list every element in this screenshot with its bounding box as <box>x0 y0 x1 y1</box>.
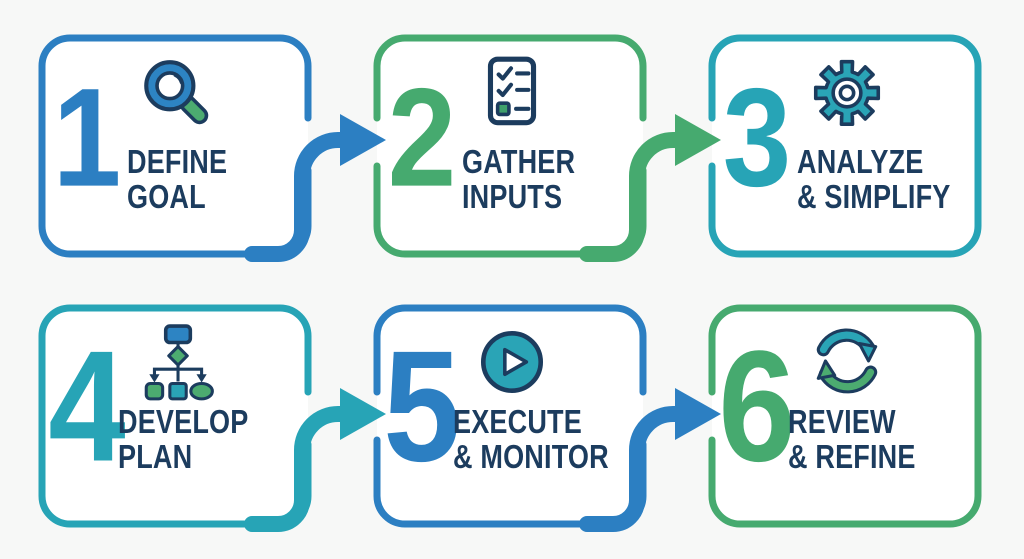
step-box-3: 3 ANALYZE & SIMPLIFY <box>712 38 978 254</box>
step-1-fill <box>42 38 308 254</box>
arrow-2-3-head <box>675 114 721 166</box>
step-3-fill <box>712 38 978 254</box>
step-number: 6 <box>718 318 796 495</box>
step-box-1: 1 DEFINE GOAL <box>42 38 308 254</box>
step-box-6: 6 REVIEW & REFINE <box>712 308 978 524</box>
arrow-5-6-shaft <box>579 406 684 532</box>
step-2-outline-upper <box>373 34 647 122</box>
step-label: EXECUTE & MONITOR <box>453 404 609 474</box>
arrow-1-2 <box>244 114 386 262</box>
step-label-line2: GOAL <box>127 178 206 215</box>
step-label-line1: DEFINE <box>127 143 228 180</box>
step-3-outline <box>708 34 982 258</box>
step-label: REVIEW & REFINE <box>788 404 916 474</box>
step-label-line1: REVIEW <box>788 403 896 440</box>
arrow-1-2-head <box>340 114 386 166</box>
box-fills <box>42 38 978 524</box>
arrow-4-5 <box>244 388 386 532</box>
step-label-line2: PLAN <box>118 438 193 475</box>
step-label-line2: & REFINE <box>788 438 916 475</box>
step-4-fill <box>42 308 308 524</box>
step-label-line1: GATHER <box>462 143 576 180</box>
step-label: DEVELOP PLAN <box>118 404 248 474</box>
arrow-4-5-shaft <box>244 406 349 532</box>
step-6-outline <box>708 304 982 528</box>
step-label-line1: ANALYZE <box>797 143 924 180</box>
step-2-fill <box>377 38 643 254</box>
arrow-1-2-shaft <box>244 132 349 262</box>
step-number: 5 <box>383 318 461 495</box>
arrow-5-6-head <box>675 388 721 440</box>
step-label: ANALYZE & SIMPLIFY <box>797 144 950 214</box>
step-label-line1: DEVELOP <box>118 403 249 440</box>
step-label-line2: INPUTS <box>462 178 563 215</box>
arrow-5-6 <box>579 388 721 532</box>
step-6-fill <box>712 308 978 524</box>
step-number: 4 <box>48 318 126 495</box>
connector-arrows <box>244 114 721 532</box>
arrow-2-3-shaft <box>579 132 684 262</box>
step-box-5: 5 EXECUTE & MONITOR <box>377 308 643 524</box>
cycle-icon <box>816 328 878 394</box>
gear-icon <box>813 59 881 127</box>
step-number: 3 <box>722 58 792 216</box>
play-icon <box>480 330 544 393</box>
arrow-4-5-head <box>340 388 386 440</box>
step-box-2: 2 GATHER INPUTS <box>377 38 643 254</box>
step-label: DEFINE GOAL <box>127 144 227 214</box>
step-label: GATHER INPUTS <box>462 144 575 214</box>
step-box-4: 4 DEVELOP PLAN <box>42 308 308 524</box>
step-label-line1: EXECUTE <box>453 403 582 440</box>
step-5-fill <box>377 308 643 524</box>
arrow-2-3 <box>579 114 721 262</box>
checklist-icon <box>487 56 537 126</box>
step-number: 1 <box>52 58 122 216</box>
step-5-outline-upper <box>373 304 647 396</box>
step-number: 2 <box>387 58 457 216</box>
magnifier-icon <box>144 60 209 125</box>
step-label-line2: & MONITOR <box>453 438 609 475</box>
flowchart-icon <box>144 324 214 401</box>
step-label-line2: & SIMPLIFY <box>797 178 951 215</box>
